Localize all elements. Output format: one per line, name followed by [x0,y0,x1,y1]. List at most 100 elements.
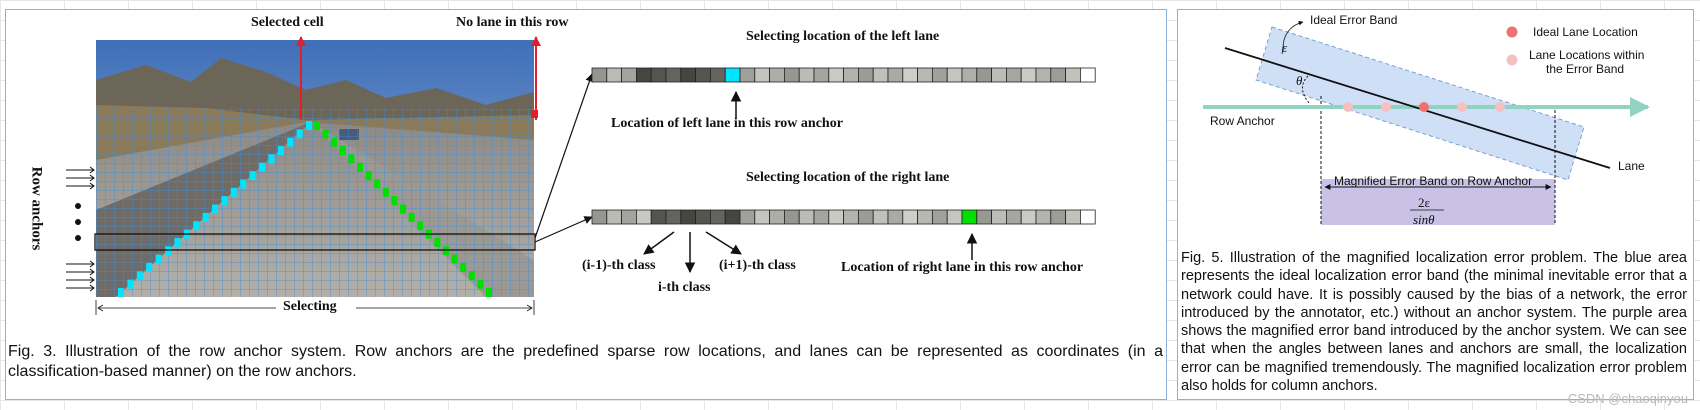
lane-marker [400,205,406,214]
strip-cell [873,68,888,82]
strip-cell [1051,68,1066,82]
lane-marker [477,280,483,289]
lane-marker [118,288,124,297]
lane-marker [434,238,440,247]
theta-symbol: θ [1296,73,1302,89]
strip-cell [666,68,681,82]
lane-marker [231,188,237,197]
left-lane-strip [592,68,1095,82]
lane-marker [174,238,180,247]
strip-cell [977,68,992,82]
lane-marker [268,154,274,163]
strip-cell [1006,68,1021,82]
right-location-label: Location of right lane in this row ancho… [841,260,1083,276]
strip-cell [1021,68,1036,82]
strip-cell [844,68,859,82]
strip-cell [1036,210,1051,224]
strip-cell [770,210,785,224]
lane-marker [278,146,284,155]
strip-cell [799,210,814,224]
strip-cell [918,210,933,224]
strip-cell [1036,68,1051,82]
fraction-denominator: sinθ [1413,212,1435,228]
strip-cell [1021,210,1036,224]
lane-marker [417,221,423,230]
lane-marker [240,179,246,188]
lane-marker [409,213,415,222]
lane-marker [314,121,320,130]
watermark: CSDN @chaoqinyou [1568,391,1688,406]
lane-marker [146,263,152,272]
strip-cell [784,210,799,224]
strip-cell [725,210,740,224]
strip-cell [888,68,903,82]
strip-cell [636,68,651,82]
lane-marker [323,129,329,138]
strip-cell [858,68,873,82]
epsilon-symbol: ε [1282,40,1287,56]
ideal-location-legend: Ideal Lane Location [1533,25,1638,39]
lane-marker [297,129,303,138]
strip-cell [888,210,903,224]
lane-marker [374,179,380,188]
strip-cell [947,68,962,82]
strip-cell [636,210,651,224]
lane-marker [340,146,346,155]
strip-cell [784,68,799,82]
no-lane-label: No lane in this row [456,15,569,31]
lane-marker [357,163,363,172]
strip-cell [681,68,696,82]
strip-cell [992,210,1007,224]
lane-marker [391,196,397,205]
lane-marker [165,246,171,255]
lane-marker [452,255,458,264]
strip-cell [844,210,859,224]
strip-cell [903,210,918,224]
strip-cell [607,68,622,82]
strip-cell [755,68,770,82]
strip-cell [710,68,725,82]
strip-cell [947,210,962,224]
strip-cell [622,210,637,224]
strip-cell [918,68,933,82]
strip-cell [651,68,666,82]
figure-3-caption: Fig. 3. Illustration of the row anchor s… [8,342,1163,382]
row-anchor-label: Row Anchor [1210,114,1275,128]
strip-cell [740,68,755,82]
row-anchors-label: Row anchors [27,167,44,251]
lane-marker [469,271,475,280]
lane-marker [331,138,337,147]
strip-cell [1066,210,1081,224]
lane-marker [306,121,312,130]
class-next-label: (i+1)-th class [719,258,796,274]
right-lane-strip [592,210,1095,224]
strip-cell [607,210,622,224]
lane-marker [287,138,293,147]
lane-marker [366,171,372,180]
lane-marker [250,171,256,180]
selecting-label: Selecting [283,299,337,315]
left-lane-title: Selecting location of the left lane [746,29,939,45]
strip-cell [903,68,918,82]
fraction-numerator: 2ε [1418,195,1430,211]
strip-cell [799,68,814,82]
lane-marker [259,163,265,172]
road-photo [96,40,534,297]
selected-cell-label: Selected cell [251,15,324,31]
strip-cell [829,210,844,224]
ideal-band-label: Ideal Error Band [1310,13,1397,27]
strip-cell [651,210,666,224]
row-anchor-illustration [6,10,1166,340]
left-location-label: Location of left lane in this row anchor [611,116,843,132]
strip-cell [770,68,785,82]
locations-within-legend: Lane Locations within [1529,48,1644,62]
strip-cell [962,68,977,82]
strip-cell [740,210,755,224]
strip-cell [1051,210,1066,224]
lane-marker [348,154,354,163]
class-i-label: i-th class [658,280,711,296]
magnified-error-illustration [1178,10,1693,250]
strip-cell [681,210,696,224]
class-prev-label: (i-1)-th class [582,258,656,274]
strip-cell [873,210,888,224]
